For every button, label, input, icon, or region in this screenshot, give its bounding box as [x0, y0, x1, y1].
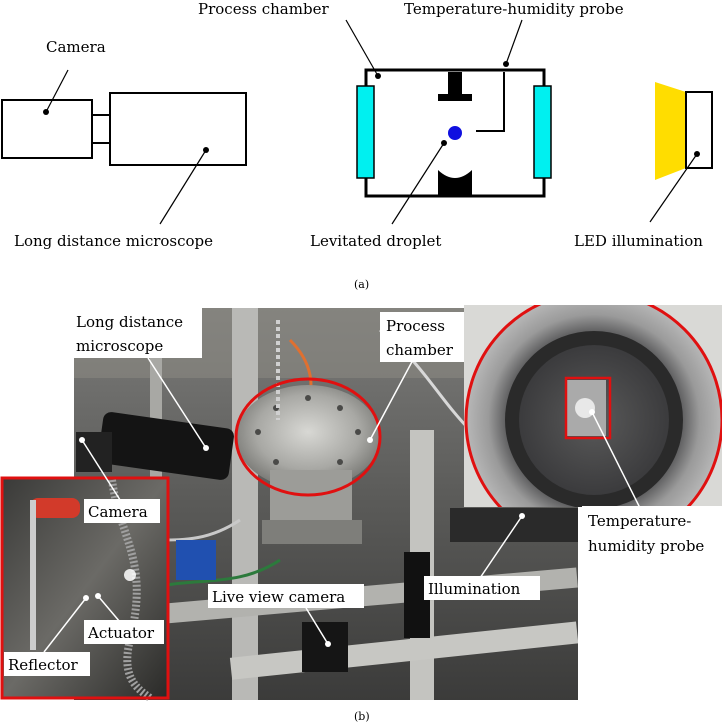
microscope-leader: [159, 149, 207, 225]
reflector-inset-border: [0, 476, 170, 700]
label-chamber-2: chamber: [386, 341, 454, 359]
photo-panel: Long distance microscope Process chamber…: [0, 305, 722, 723]
label-camera: Camera: [88, 503, 148, 521]
leader-actuator: [97, 595, 121, 623]
caption-a: (a): [354, 278, 369, 291]
label-probe-1: Temperature-: [588, 512, 691, 530]
bolt: [337, 459, 343, 465]
schematic-leaders: [45, 19, 698, 225]
leader-chamber: [369, 357, 415, 441]
leader-reflector: [43, 597, 87, 653]
inset-probe-highlight: [564, 376, 612, 440]
label-box-actuator: [84, 620, 164, 644]
label-box-live-camera: [208, 584, 364, 608]
process-chamber-label: Process chamber: [198, 0, 329, 18]
dot-reflector: [83, 595, 89, 601]
microscope-label: Long distance microscope: [14, 232, 213, 250]
chamber-highlight: [234, 377, 382, 497]
label-box-illumination: [424, 576, 540, 600]
inset-light-spot: [124, 569, 136, 581]
led-housing: [685, 91, 713, 169]
photo-leader-dots: [79, 409, 595, 647]
led-light-cone: [655, 82, 686, 180]
leader-camera: [81, 439, 123, 504]
photo-live-camera: [302, 622, 348, 672]
microscope-body: [109, 92, 247, 166]
label-microscope-1: Long distance: [76, 313, 183, 331]
label-box-camera: [84, 499, 160, 523]
bolt: [273, 459, 279, 465]
label-actuator: Actuator: [87, 624, 155, 642]
dot-camera: [79, 437, 85, 443]
bolt: [255, 429, 261, 435]
photo-chamber-base: [262, 520, 362, 544]
led-dot: [694, 151, 700, 157]
label-microscope-2: microscope: [76, 337, 163, 355]
photo-microscope: [98, 412, 234, 480]
leader-microscope: [147, 357, 207, 449]
droplet-dot: [441, 140, 447, 146]
inset-red-part: [30, 498, 80, 518]
reflector-shape: [438, 170, 472, 196]
bolt: [355, 429, 361, 435]
led-label: LED illumination: [574, 232, 703, 250]
bolt: [337, 405, 343, 411]
dot-microscope: [203, 445, 209, 451]
dot-probe: [589, 409, 595, 415]
dot-chamber: [367, 437, 373, 443]
left-heater: [356, 85, 375, 179]
label-reflector: Reflector: [8, 656, 79, 674]
transducer-stem: [448, 72, 462, 96]
chamber-leader: [345, 19, 379, 77]
photo-labels: Long distance microscope Process chamber…: [4, 306, 722, 676]
schematic-panel: Camera Long distance microscope Process …: [1, 0, 713, 291]
label-box-reflector: [4, 652, 90, 676]
probe-inset: [464, 305, 722, 507]
photo-chamber-top: [236, 385, 380, 489]
droplet-leader: [391, 142, 445, 225]
camera-leader: [45, 69, 69, 113]
schematic-leader-dots: [43, 61, 700, 157]
leader-illumination: [479, 515, 523, 579]
label-live-camera: Live view camera: [212, 588, 345, 606]
inset-ring: [505, 331, 683, 507]
photo-leaders: [43, 357, 641, 653]
droplet-label: Levitated droplet: [310, 232, 441, 250]
camera-dot: [43, 109, 49, 115]
label-box-chamber: [380, 312, 464, 362]
label-probe-2: humidity probe: [588, 537, 704, 555]
camera-connector: [91, 114, 111, 144]
camera-label: Camera: [46, 38, 106, 56]
leader-probe: [591, 411, 641, 509]
blue-component: [176, 540, 216, 580]
probe-dot: [503, 61, 509, 67]
led-leader: [649, 153, 698, 223]
label-box-microscope: [72, 306, 202, 358]
inset-border: [464, 305, 722, 507]
transducer-plate: [438, 94, 472, 101]
dot-actuator: [95, 593, 101, 599]
microscope-dot: [203, 147, 209, 153]
chamber-dot: [375, 73, 381, 79]
photo-illumination-rail: [450, 508, 578, 542]
droplet: [448, 126, 462, 140]
probe-label: Temperature-humidity probe: [404, 0, 624, 18]
probe-leader: [505, 19, 523, 65]
right-heater: [533, 85, 552, 179]
label-box-probe: [582, 506, 722, 560]
chamber-bolts: [255, 395, 361, 465]
probe-line: [476, 72, 505, 132]
camera-body: [1, 99, 93, 159]
bolt: [305, 395, 311, 401]
dot-live-camera: [325, 641, 331, 647]
label-illumination: Illumination: [428, 580, 521, 598]
dot-illumination: [519, 513, 525, 519]
inset-rod: [30, 500, 36, 650]
leader-live-camera: [305, 607, 329, 645]
caption-b: (b): [354, 710, 370, 723]
label-chamber-1: Process: [386, 317, 445, 335]
rail-vertical-1: [232, 308, 258, 700]
